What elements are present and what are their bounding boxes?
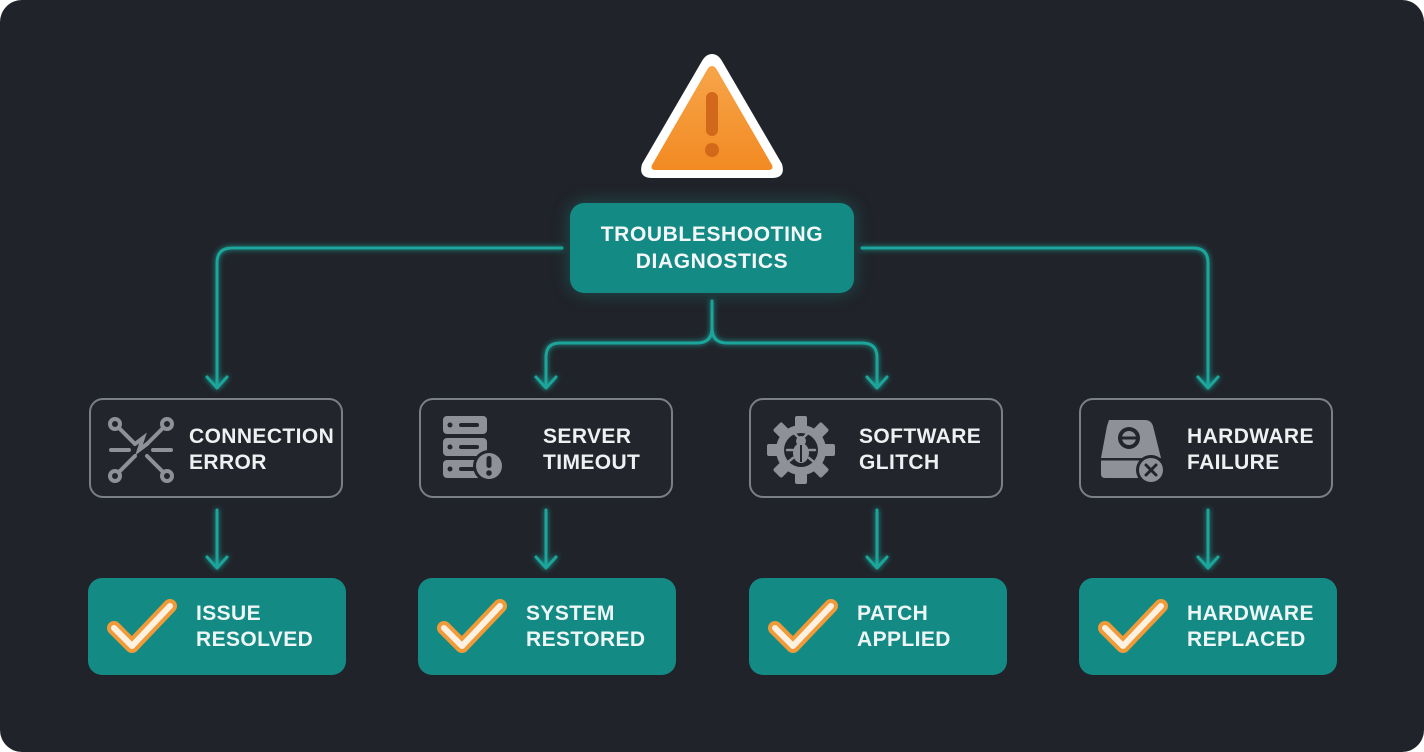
issue-label-line2: TIMEOUT bbox=[543, 451, 641, 474]
resolution-node-hardware-replaced: HARDWARE REPLACED bbox=[1079, 578, 1337, 675]
checkmark-icon bbox=[107, 599, 177, 653]
issue-node-software-glitch: SOFTWARE GLITCH bbox=[749, 398, 1003, 498]
resolution-label-line2: REPLACED bbox=[1187, 628, 1306, 651]
connector-root-to-connection bbox=[215, 246, 564, 388]
checkmark-icon bbox=[768, 599, 838, 653]
issue-label-line2: FAILURE bbox=[1187, 451, 1280, 474]
resolution-node-patch-applied: PATCH APPLIED bbox=[749, 578, 1007, 675]
resolution-label-line1: ISSUE bbox=[196, 602, 262, 625]
resolution-label-line2: APPLIED bbox=[857, 628, 951, 651]
resolution-label-line1: PATCH bbox=[857, 602, 929, 625]
connector-root-to-middle bbox=[544, 299, 714, 388]
issue-label-line2: ERROR bbox=[189, 451, 267, 474]
issue-label-line1: HARDWARE bbox=[1187, 425, 1314, 448]
resolution-node-system-restored: SYSTEM RESTORED bbox=[418, 578, 676, 675]
broken-connection-icon bbox=[108, 417, 174, 483]
warning-triangle-icon bbox=[641, 54, 783, 178]
server-alert-icon bbox=[443, 416, 505, 482]
issue-node-connection-error: CONNECTION ERROR bbox=[89, 398, 343, 498]
root-title-line2: DIAGNOSTICS bbox=[635, 250, 789, 273]
checkmark-icon bbox=[437, 599, 507, 653]
connector-root-to-hardware bbox=[860, 246, 1210, 388]
issue-node-hardware-failure: HARDWARE FAILURE bbox=[1079, 398, 1333, 498]
issue-label-line1: SOFTWARE bbox=[859, 425, 982, 448]
root-title-line1: TROUBLESHOOTING bbox=[600, 223, 824, 246]
issue-label-line1: SERVER bbox=[543, 425, 632, 448]
issue-label-line2: GLITCH bbox=[859, 451, 940, 474]
resolution-label-line2: RESOLVED bbox=[196, 628, 314, 651]
issue-label-line1: CONNECTION bbox=[189, 425, 335, 448]
checkmark-icon bbox=[1098, 599, 1168, 653]
issue-node-server-timeout: SERVER TIMEOUT bbox=[419, 398, 673, 498]
resolution-label-line2: RESTORED bbox=[526, 628, 646, 651]
resolution-label-line1: HARDWARE bbox=[1187, 602, 1314, 625]
resolution-node-issue-resolved: ISSUE RESOLVED bbox=[88, 578, 346, 675]
resolution-label-line1: SYSTEM bbox=[526, 602, 615, 625]
hard-drive-error-icon bbox=[1101, 420, 1166, 485]
root-node-troubleshooting: TROUBLESHOOTING DIAGNOSTICS bbox=[570, 203, 854, 293]
gear-bug-icon bbox=[767, 416, 835, 484]
